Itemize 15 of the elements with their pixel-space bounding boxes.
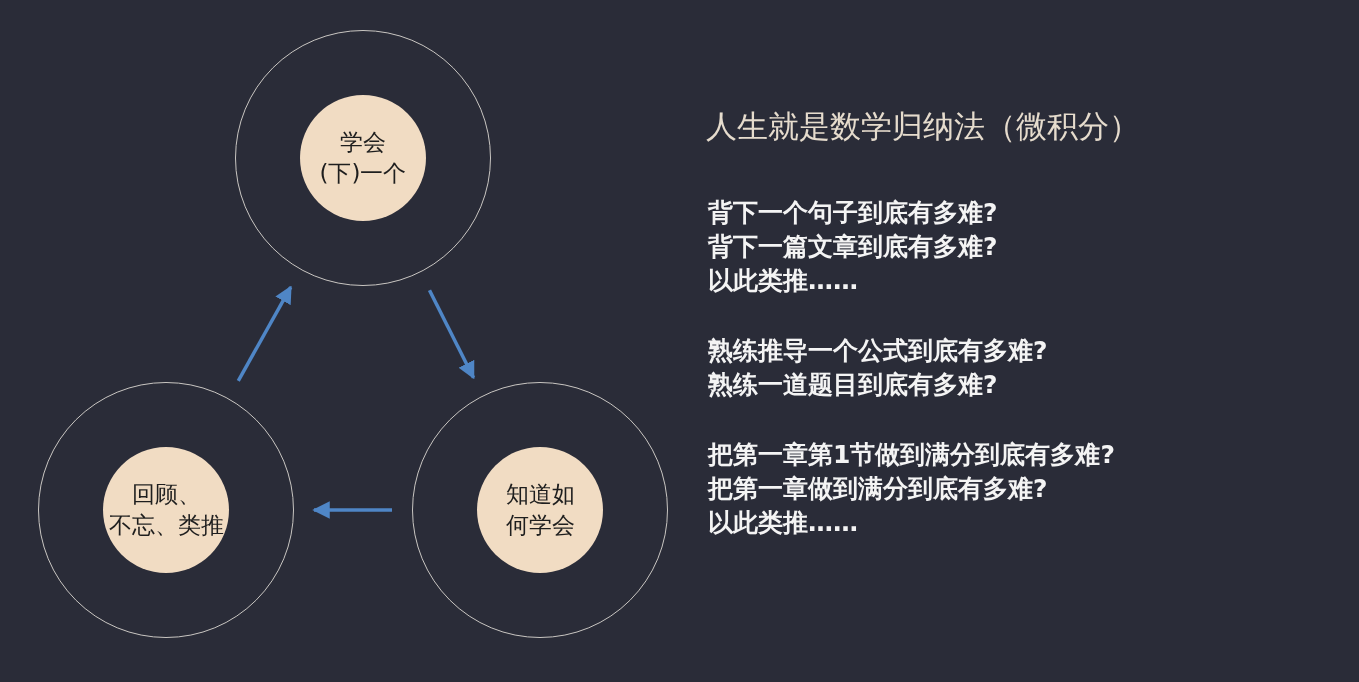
arrow xyxy=(312,501,392,519)
question-line: 以此类推…… xyxy=(708,507,859,539)
node-label: 回顾、不忘、类推 xyxy=(107,479,225,540)
arrow xyxy=(236,285,293,382)
question-line: 熟练推导一个公式到底有多难? xyxy=(708,335,1049,367)
title: 人生就是数学归纳法（微积分） xyxy=(706,107,1140,146)
question-line: 背下一个句子到底有多难? xyxy=(708,197,999,229)
arrow xyxy=(427,289,476,380)
question-line: 把第一章第1节做到满分到底有多难? xyxy=(708,439,1115,471)
node-label: 学会(下)一个 xyxy=(318,127,408,188)
question-line: 背下一篇文章到底有多难? xyxy=(708,231,999,263)
question-line: 熟练一道题目到底有多难? xyxy=(708,369,999,401)
question-line: 以此类推…… xyxy=(708,265,859,297)
node-label: 知道如何学会 xyxy=(504,479,576,540)
question-line: 把第一章做到满分到底有多难? xyxy=(708,473,1049,505)
